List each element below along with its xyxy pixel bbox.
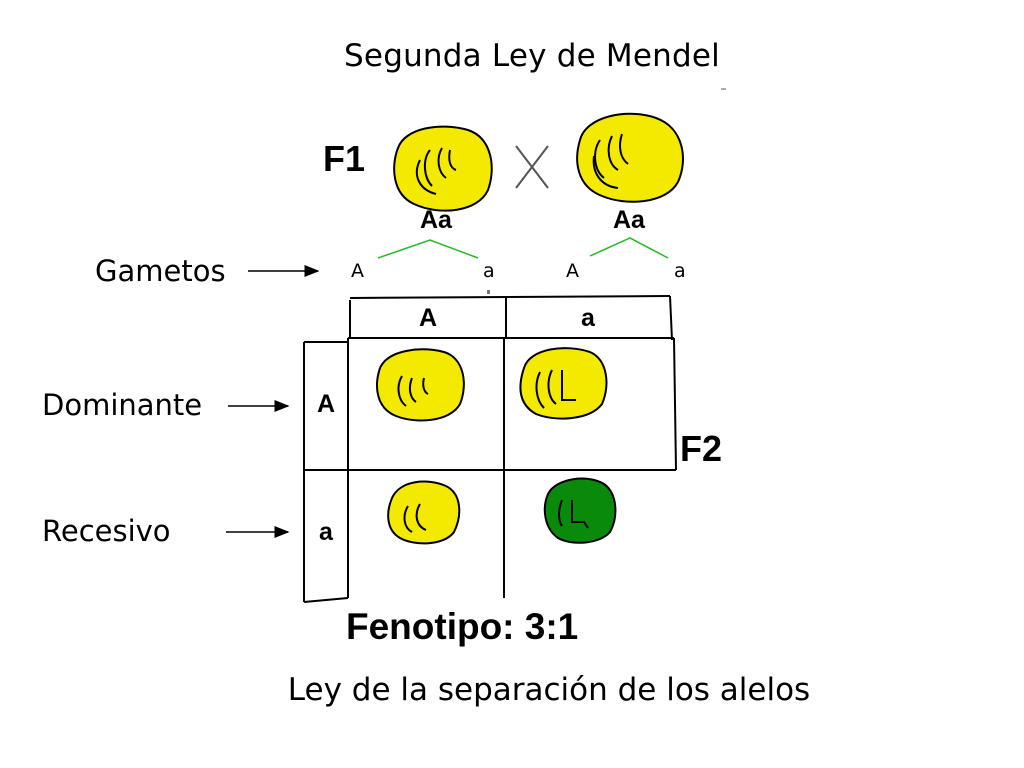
f2-seed-Aa-yellow-seed-icon xyxy=(519,347,608,420)
gamete-1: A xyxy=(351,260,364,282)
column-header-1: A xyxy=(418,304,438,332)
parent-left-genotype: Aa xyxy=(420,206,452,234)
gamete-4: a xyxy=(674,260,686,282)
dominante-label: Dominante xyxy=(42,388,203,422)
f2-seed-aA-yellow-seed-icon xyxy=(387,480,461,545)
slide-caption: Ley de la separación de los alelos xyxy=(287,672,811,708)
cross-x-icon xyxy=(515,145,549,189)
gamete-branch-left xyxy=(377,239,479,259)
f2-seed-AA-yellow-seed-icon xyxy=(376,348,465,422)
f2-label: F2 xyxy=(680,428,722,469)
parent-right-seed-icon xyxy=(576,112,684,203)
gametos-label: Gametos xyxy=(95,254,226,288)
punnett-grid xyxy=(303,295,677,603)
parent-left-seed-icon xyxy=(393,125,493,212)
gamete-2: a xyxy=(483,260,495,282)
slide-title: Segunda Ley de Mendel xyxy=(344,38,720,74)
parent-right-genotype: Aa xyxy=(613,206,645,234)
row-header-1: A xyxy=(316,390,336,418)
gamete-branch-right xyxy=(589,237,669,259)
f1-label: F1 xyxy=(323,138,366,179)
gamete-tick-mark xyxy=(487,290,490,294)
column-header-2: a xyxy=(581,304,595,332)
f2-label-clip: F2 xyxy=(680,428,722,472)
f2-seed-aa-green-seed-icon xyxy=(543,477,617,544)
phenotype-ratio: Fenotipo: 3:1 xyxy=(346,606,579,647)
gamete-3: A xyxy=(566,260,579,282)
recesivo-label: Recesivo xyxy=(42,514,171,548)
row-header-2: a xyxy=(319,518,333,546)
